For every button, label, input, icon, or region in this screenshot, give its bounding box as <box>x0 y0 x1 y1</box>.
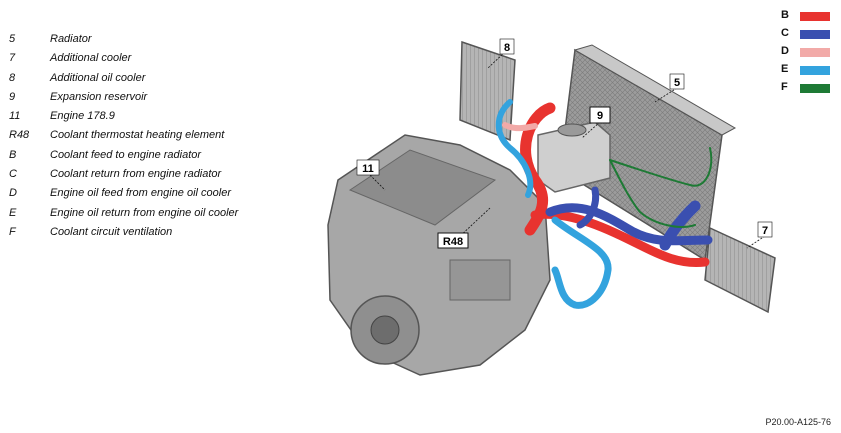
key-letter: B <box>781 9 789 21</box>
ventilation-line <box>609 147 713 228</box>
legend-description: Expansion reservoir <box>50 90 148 103</box>
callout-8: 8 <box>499 38 515 55</box>
svg-text:R48: R48 <box>443 236 463 248</box>
legend-code: R48 <box>9 129 30 142</box>
swatch-b <box>800 12 830 21</box>
callout-r48: R48 <box>437 232 469 249</box>
callout-9: 9 <box>589 106 611 124</box>
svg-text:8: 8 <box>504 42 510 54</box>
legend-description: Additional cooler <box>50 52 132 65</box>
legend-code: C <box>9 168 17 181</box>
legend-code: 9 <box>9 90 16 103</box>
legend-description: Additional oil cooler <box>50 71 146 84</box>
svg-text:9: 9 <box>597 110 603 122</box>
additional-cooler <box>704 226 776 314</box>
callout-11: 11 <box>356 159 380 176</box>
callout-5: 5 <box>669 73 685 90</box>
key-letter: D <box>781 45 789 57</box>
svg-text:11: 11 <box>362 163 374 175</box>
legend-code: E <box>9 206 17 219</box>
legend-code: 7 <box>9 52 16 65</box>
legend-description: Engine 178.9 <box>50 110 115 123</box>
legend-description: Engine oil return from engine oil cooler <box>50 206 239 219</box>
legend-code: 5 <box>9 33 16 45</box>
coolant-feed-line <box>520 102 710 268</box>
legend-description: Coolant feed to engine radiator <box>50 148 202 161</box>
legend-description: Coolant circuit ventilation <box>50 225 173 238</box>
figure-reference: P20.00-A125-76 <box>765 417 831 427</box>
swatch-d <box>800 48 830 57</box>
legend-code: B <box>9 148 17 161</box>
legend-description: Radiator <box>50 33 92 45</box>
key-letter: E <box>781 63 789 75</box>
legend-description: Coolant return from engine radiator <box>50 168 222 181</box>
expansion-reservoir <box>537 121 611 193</box>
legend-description: Engine oil feed from engine oil cooler <box>50 187 232 200</box>
legend-code: D <box>9 187 17 200</box>
legend-code: F <box>9 225 16 238</box>
oil-feed-line <box>502 122 538 132</box>
oil-return-line <box>495 99 612 309</box>
legend-code: 11 <box>9 110 21 123</box>
legend-description: Coolant thermostat heating element <box>50 129 225 142</box>
callout-7: 7 <box>757 221 773 238</box>
swatch-e <box>800 66 830 75</box>
swatch-c <box>800 30 830 39</box>
key-letter: C <box>781 27 789 39</box>
cooling-system-illustration: 8 5 9 7 11 R48 <box>327 38 776 376</box>
engine-block <box>327 134 551 376</box>
swatch-f <box>800 84 830 93</box>
legend-code: 8 <box>9 71 16 84</box>
callout-leaders <box>369 51 766 249</box>
key-letter: F <box>781 81 788 93</box>
svg-text:5: 5 <box>674 77 680 89</box>
svg-text:7: 7 <box>762 225 768 237</box>
